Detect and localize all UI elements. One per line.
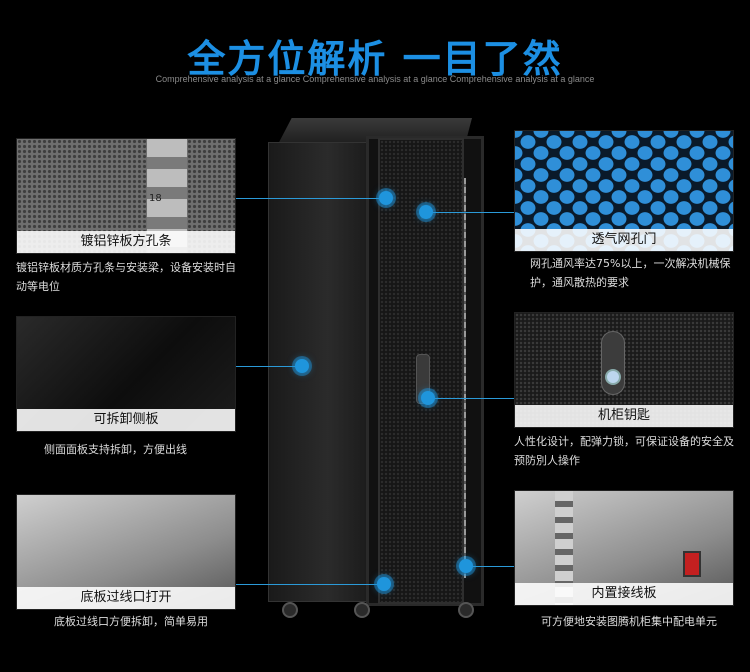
caster-wheel bbox=[282, 602, 298, 618]
caster-wheel bbox=[354, 602, 370, 618]
leader-line bbox=[426, 212, 516, 213]
hotspot-dot[interactable] bbox=[295, 359, 309, 373]
feature-photo-rail: 18 镀铝锌板方孔条 bbox=[16, 138, 236, 254]
feature-caption: 透气网孔门 bbox=[515, 229, 733, 251]
feature-description: 网孔通风率达75%以上，一次解决机械保护，通风散热的要求 bbox=[530, 257, 731, 289]
feature-caption: 内置接线板 bbox=[515, 583, 733, 605]
leader-line bbox=[428, 398, 514, 399]
leader-line bbox=[236, 584, 384, 585]
feature-photo-side-panel: 可拆卸侧板 bbox=[16, 316, 236, 432]
feature-caption: 镀铝锌板方孔条 bbox=[17, 231, 235, 253]
leader-line bbox=[236, 198, 386, 199]
power-switch bbox=[683, 551, 701, 577]
rail-number: 18 bbox=[149, 193, 162, 204]
server-cabinet-image bbox=[262, 118, 494, 630]
leader-line bbox=[466, 566, 514, 567]
lock-handle bbox=[601, 331, 625, 395]
page-subtitle: Comprehensive analysis at a glance Compr… bbox=[155, 74, 595, 84]
mounting-rail bbox=[555, 491, 573, 605]
hotspot-dot[interactable] bbox=[419, 205, 433, 219]
feature-photo-lock: 机柜钥匙 bbox=[514, 312, 734, 428]
leader-line bbox=[236, 366, 302, 367]
lock-icon bbox=[605, 369, 621, 385]
feature-caption: 机柜钥匙 bbox=[515, 405, 733, 427]
feature-description: 可方便地安装图腾机柜集中配电单元 bbox=[541, 615, 717, 628]
cabinet-side-panel bbox=[268, 142, 368, 602]
hotspot-dot[interactable] bbox=[421, 391, 435, 405]
feature-photo-bottom-plate: 底板过线口打开 bbox=[16, 494, 236, 610]
feature-photo-power-strip: 内置接线板 bbox=[514, 490, 734, 606]
feature-caption: 可拆卸侧板 bbox=[17, 409, 235, 431]
feature-photo-mesh-door: 透气网孔门 bbox=[514, 130, 734, 252]
feature-description: 人性化设计，配弹力锁，可保证设备的安全及预防別人操作 bbox=[514, 435, 734, 467]
feature-description: 侧面面板支持拆卸，方便出线 bbox=[44, 443, 187, 456]
caster-wheel bbox=[458, 602, 474, 618]
feature-description: 底板过线口方便拆卸，简单易用 bbox=[54, 615, 208, 628]
hotspot-dot[interactable] bbox=[459, 559, 473, 573]
feature-caption: 底板过线口打开 bbox=[17, 587, 235, 609]
hotspot-dot[interactable] bbox=[377, 577, 391, 591]
hotspot-dot[interactable] bbox=[379, 191, 393, 205]
feature-description: 镀铝锌板材质方孔条与安装梁，设备安装时自动等电位 bbox=[16, 261, 236, 293]
page-title: 全方位解析 一目了然 bbox=[187, 37, 563, 81]
